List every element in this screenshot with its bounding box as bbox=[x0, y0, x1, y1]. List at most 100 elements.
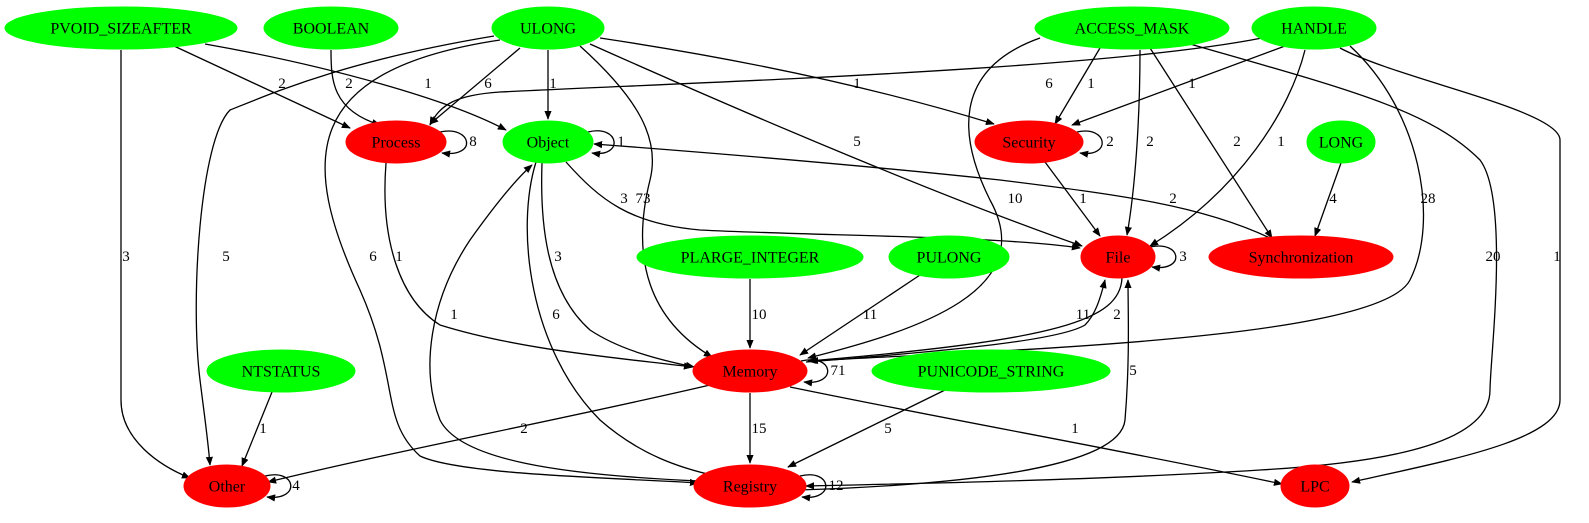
edge-line bbox=[204, 43, 507, 131]
edge-line bbox=[1149, 245, 1177, 272]
node-shape bbox=[491, 6, 605, 50]
edge-weight-label: 6 bbox=[552, 307, 560, 323]
edge-weight-label: 28 bbox=[1421, 191, 1436, 207]
edge-weight-label: 5 bbox=[1129, 363, 1137, 379]
edge-line bbox=[429, 164, 701, 482]
edge-ulong-to-process: 6 bbox=[429, 47, 521, 125]
edge-object-to-registry: 6 bbox=[526, 161, 717, 478]
node-label: Security bbox=[1002, 135, 1055, 152]
node-shape bbox=[4, 6, 238, 50]
node-shape bbox=[206, 349, 356, 393]
edge-weight-label: 1 bbox=[1071, 421, 1079, 437]
edge-weight-label: 1 bbox=[395, 249, 403, 265]
edge-line bbox=[807, 277, 1123, 364]
edge-weight-label: 5 bbox=[222, 249, 230, 265]
edge-memory-to-memory: 71 bbox=[800, 359, 846, 387]
node-shape bbox=[1034, 6, 1230, 50]
edge-access_mask-to-file: 2 bbox=[1124, 49, 1154, 236]
edge-weight-label: 1 bbox=[1277, 134, 1285, 150]
edge-weight-label: 2 bbox=[1146, 134, 1154, 150]
edge-process-to-process: 8 bbox=[439, 130, 477, 158]
edge-ulong-to-object: 1 bbox=[544, 50, 557, 120]
edge-line bbox=[579, 45, 713, 358]
node-memory: Memory bbox=[692, 349, 808, 393]
edge-handle-to-security: 1 bbox=[1071, 45, 1286, 126]
node-shape bbox=[974, 120, 1084, 164]
edge-pulong-to-memory: 11 bbox=[799, 274, 921, 356]
node-label: Object bbox=[527, 135, 570, 152]
edge-weight-label: 11 bbox=[863, 307, 877, 323]
edge-line bbox=[1071, 45, 1286, 126]
edge-line bbox=[1076, 130, 1103, 158]
edge-weight-label: 1 bbox=[259, 421, 267, 437]
edge-file-to-file: 3 bbox=[1149, 245, 1187, 272]
edge-weight-label: 6 bbox=[484, 76, 492, 92]
edge-other-to-other: 4 bbox=[264, 474, 300, 502]
edge-line bbox=[330, 49, 381, 127]
edge-access_mask-to-memory: 10 bbox=[807, 37, 1041, 360]
edge-handle-to-lpc: 1 bbox=[1339, 47, 1561, 484]
edge-object-to-memory: 3 bbox=[541, 162, 695, 369]
node-label: PULONG bbox=[917, 250, 982, 267]
edge-weight-label: 10 bbox=[1008, 191, 1023, 207]
edge-weight-label: 12 bbox=[829, 478, 844, 494]
edge-security-to-file: 1 bbox=[1044, 161, 1101, 237]
edge-line bbox=[439, 130, 468, 158]
edge-file-to-memory: 2 bbox=[807, 277, 1123, 364]
edge-weight-label: 4 bbox=[292, 478, 300, 494]
node-registry: Registry bbox=[693, 464, 807, 508]
edge-weight-label: 10 bbox=[752, 307, 767, 323]
node-shape bbox=[693, 464, 807, 508]
node-lpc: LPC bbox=[1280, 464, 1350, 508]
node-label: BOOLEAN bbox=[293, 21, 370, 38]
edge-weight-label: 2 bbox=[345, 76, 353, 92]
edge-weight-label: 2 bbox=[278, 76, 286, 92]
node-label: PVOID_SIZEAFTER bbox=[50, 21, 192, 38]
edge-weight-label: 2 bbox=[1106, 134, 1114, 150]
edge-line bbox=[1054, 47, 1101, 125]
edge-line bbox=[526, 161, 717, 478]
edge-weight-label: 1 bbox=[1188, 76, 1196, 92]
node-label: LPC bbox=[1300, 479, 1329, 496]
edge-handle-to-process: 6 bbox=[429, 37, 1263, 126]
node-shape bbox=[1280, 464, 1350, 508]
edge-registry-to-registry: 12 bbox=[799, 474, 844, 502]
node-ntstatus: NTSTATUS bbox=[206, 349, 356, 393]
edge-weight-label: 1 bbox=[617, 134, 625, 150]
node-shape bbox=[1306, 120, 1376, 164]
edge-weight-label: 1 bbox=[1553, 249, 1561, 265]
node-boolean: BOOLEAN bbox=[263, 6, 399, 50]
edge-weight-label: 3 bbox=[1179, 249, 1187, 265]
edge-weight-label: 6 bbox=[369, 249, 377, 265]
edge-ulong-to-memory: 73 bbox=[579, 45, 713, 358]
edge-access_mask-to-registry: 20 bbox=[805, 43, 1501, 490]
edge-punicode_string-to-registry: 5 bbox=[787, 389, 946, 468]
edge-ulong-to-registry: 6 bbox=[324, 39, 699, 487]
edge-line bbox=[384, 162, 693, 370]
edge-line bbox=[1149, 49, 1306, 247]
edge-line bbox=[599, 37, 995, 126]
node-label: Process bbox=[372, 135, 421, 152]
edge-weight-label: 2 bbox=[520, 421, 528, 437]
edge-weight-label: 3 bbox=[122, 249, 130, 265]
edge-line bbox=[805, 279, 1107, 363]
edge-ulong-to-security: 1 bbox=[599, 37, 995, 126]
edge-line bbox=[587, 130, 615, 158]
edge-weight-label: 1 bbox=[853, 76, 861, 92]
edge-weight-label: 4 bbox=[1329, 191, 1337, 207]
node-label: Registry bbox=[723, 479, 777, 496]
edge-weight-label: 6 bbox=[1045, 76, 1053, 92]
edge-line bbox=[589, 43, 1083, 247]
node-label: NTSTATUS bbox=[242, 364, 321, 381]
node-security: Security bbox=[974, 120, 1084, 164]
node-label: ULONG bbox=[520, 21, 576, 38]
edge-pvoid_sizeafter-to-process: 2 bbox=[173, 45, 351, 129]
edge-line bbox=[195, 35, 495, 466]
node-object: Object bbox=[502, 120, 594, 164]
edge-ulong-to-file: 5 bbox=[589, 43, 1083, 247]
edge-pvoid_sizeafter-to-object: 1 bbox=[204, 43, 507, 131]
edge-object-to-object: 1 bbox=[587, 130, 625, 158]
edge-access_mask-to-security: 1 bbox=[1054, 47, 1101, 125]
